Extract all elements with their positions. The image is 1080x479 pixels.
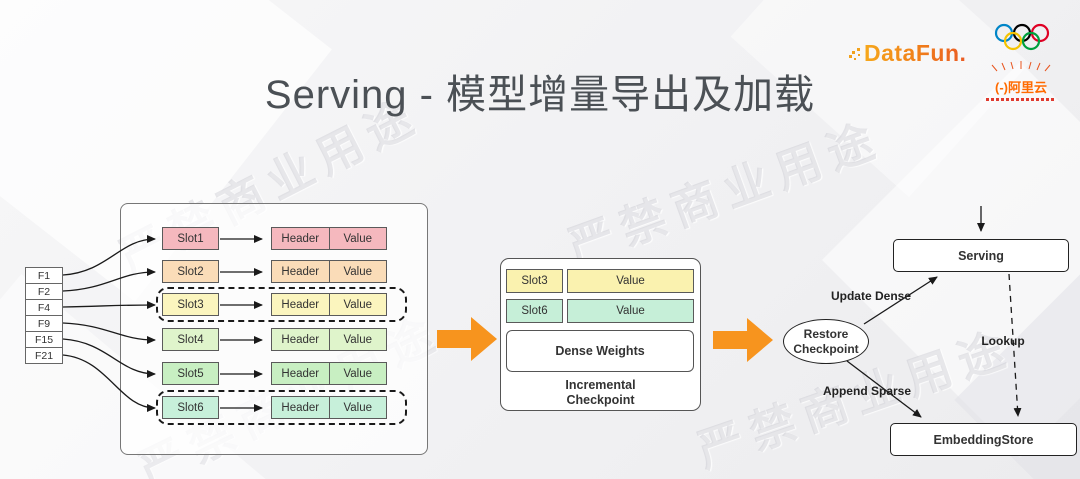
checkpoint-slot-box: Slot3 <box>506 269 563 293</box>
value-cell: Value <box>328 397 387 418</box>
checkpoint-slot-box: Slot6 <box>506 299 563 323</box>
checkpoint-value-box: Value <box>567 269 694 293</box>
feature-box: F4 <box>25 299 63 316</box>
dashed-highlight-slot6 <box>156 390 407 425</box>
header-value-box: Header Value <box>271 362 387 385</box>
update-dense-label: Update Dense <box>830 289 912 303</box>
alicloud-logo: (-)阿里云 <box>986 22 1056 101</box>
value-cell: Value <box>328 228 387 249</box>
header-value-box: Header Value <box>271 396 387 419</box>
slide-title: Serving - 模型增量导出及加载 <box>264 73 816 117</box>
header-cell: Header <box>281 232 320 245</box>
olympic-rings-icon <box>994 23 1050 51</box>
embedding-store-node: EmbeddingStore <box>890 423 1077 456</box>
big-flow-arrow-right <box>713 318 773 362</box>
big-flow-arrow-left <box>437 317 497 361</box>
slot-box: Slot5 <box>162 362 219 385</box>
feature-box: F2 <box>25 283 63 300</box>
alicloud-logo-text: (-)阿里云 <box>995 80 1047 95</box>
value-cell: Value <box>328 329 387 350</box>
header-value-box: Header Value <box>271 328 387 351</box>
dense-weights-box: Dense Weights <box>506 330 694 372</box>
feature-box: F15 <box>25 331 63 348</box>
value-cell: Value <box>328 363 387 384</box>
slot-box: Slot6 <box>162 396 219 419</box>
append-sparse-label: Append Sparse <box>822 384 912 398</box>
header-cell: Header <box>281 298 320 311</box>
feature-box: F21 <box>25 347 63 364</box>
serving-node: Serving <box>893 239 1069 272</box>
datafun-logo: DataFun. <box>849 40 967 67</box>
value-cell: Value <box>328 294 387 315</box>
dashed-highlight-slot3 <box>156 287 407 322</box>
incremental-checkpoint-caption: Incremental Checkpoint <box>565 378 636 407</box>
restore-checkpoint-node: Restore Checkpoint <box>783 319 869 364</box>
slot-box: Slot3 <box>162 293 219 316</box>
feature-box: F1 <box>25 267 63 284</box>
alicloud-tagline-bar <box>986 98 1056 101</box>
lookup-label: Lookup <box>981 334 1025 348</box>
slot-box: Slot1 <box>162 227 219 250</box>
slot-box: Slot4 <box>162 328 219 351</box>
header-value-box: Header Value <box>271 293 387 316</box>
rays-icon <box>991 61 1051 72</box>
value-cell: Value <box>328 261 387 282</box>
checkpoint-value-box: Value <box>567 299 694 323</box>
header-cell: Header <box>281 265 320 278</box>
header-cell: Header <box>281 367 320 380</box>
datafun-logo-text: DataFun. <box>864 40 967 66</box>
slot-box: Slot2 <box>162 260 219 283</box>
datafun-sparkle-icon <box>848 42 862 69</box>
header-value-box: Header Value <box>271 227 387 250</box>
header-cell: Header <box>281 333 320 346</box>
header-value-box: Header Value <box>271 260 387 283</box>
header-cell: Header <box>281 401 320 414</box>
feature-box: F9 <box>25 315 63 332</box>
